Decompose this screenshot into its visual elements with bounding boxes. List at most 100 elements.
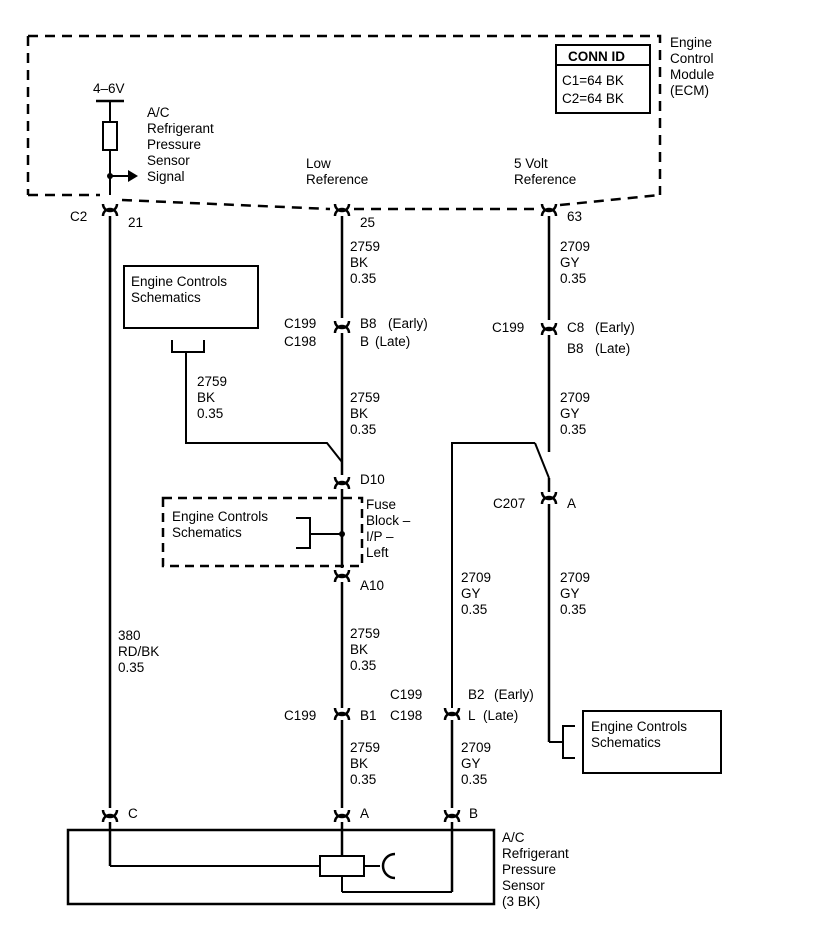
diagram-label: Low (306, 156, 331, 171)
diagram-label: Engine Controls (172, 509, 268, 524)
diagram-label: (3 BK) (502, 894, 540, 909)
diagram-label: (Early) (494, 687, 534, 702)
diagram-label: 63 (567, 209, 582, 224)
conn-id-box: CONN ID C1=64 BK C2=64 BK (555, 44, 651, 114)
schematic-ref-bottom-right[interactable]: Engine Controls Schematics (582, 710, 722, 774)
diagram-label: 2709 (560, 570, 590, 585)
diagram-label: 0.35 (350, 422, 376, 437)
diagram-label: C (128, 806, 138, 821)
diagram-label: Engine Controls (591, 719, 687, 734)
diagram-label: 2759 (350, 390, 380, 405)
diagram-label: Engine (670, 35, 712, 50)
diagram-label: B8 (567, 341, 584, 356)
diagram-label: 0.35 (118, 660, 144, 675)
diagram-label: Refrigerant (147, 121, 214, 136)
diagram-label: C8 (567, 320, 584, 335)
diagram-label: 0.35 (560, 271, 586, 286)
diagram-label: Left (366, 545, 389, 560)
diagram-label: C199 (284, 316, 316, 331)
diagram-label: 2759 (350, 740, 380, 755)
diagram-label: GY (461, 756, 481, 771)
diagram-label: GY (560, 406, 580, 421)
ecm-connector-c2: C2 21 25 63 (70, 202, 582, 230)
diagram-label: Refrigerant (502, 846, 569, 861)
diagram-label: GY (560, 586, 580, 601)
diagram-label: 2709 (560, 239, 590, 254)
diagram-label: 21 (128, 215, 143, 230)
diagram-label: Pressure (502, 862, 556, 877)
ecm-boundary (26, 34, 662, 211)
diagram-label: A (360, 806, 369, 821)
diagram-label: Signal (147, 169, 185, 184)
diagram-label: C198 (284, 334, 316, 349)
diagram-label: 2759 (350, 626, 380, 641)
schematic-ref-top-left[interactable]: Engine Controls Schematics (123, 265, 259, 329)
diagram-label: Sensor (147, 153, 190, 168)
diagram-label: GY (461, 586, 481, 601)
diagram-label: A10 (360, 578, 384, 593)
diagram-label: 0.35 (197, 406, 223, 421)
diagram-label: C199 (390, 687, 422, 702)
diagram-label: GY (560, 255, 580, 270)
diagram-label: Reference (306, 172, 368, 187)
diagram-label: Schematics (591, 735, 661, 750)
diagram-label: C198 (390, 708, 422, 723)
diagram-label: 0.35 (350, 772, 376, 787)
wire-2709-5v-ref: 2709 GY 0.35 C199 C8 (Early) B8 (Late) 2… (390, 216, 635, 808)
diagram-label: A/C (147, 105, 170, 120)
wire-2759-low-ref: 2759 BK 0.35 C199 C198 B8 (Early) B (Lat… (284, 216, 428, 808)
diagram-label: L (468, 708, 476, 723)
diagram-label: BK (197, 390, 215, 405)
diagram-label: 2709 (461, 740, 491, 755)
diagram-label: 2759 (197, 374, 227, 389)
diagram-label: (Late) (375, 334, 410, 349)
diagram-label: 0.35 (560, 602, 586, 617)
diagram-label: Schematics (172, 525, 242, 540)
diagram-label: Sensor (502, 878, 545, 893)
ac-refrigerant-pressure-sensor (66, 822, 496, 906)
diagram-label: RD/BK (118, 644, 159, 659)
diagram-label: C2 (70, 209, 87, 224)
diagram-label: 0.35 (461, 772, 487, 787)
fuse-block-label: Fuse Block – I/P – Left (366, 497, 411, 560)
diagram-label: Module (670, 67, 714, 82)
diagram-label: (Late) (483, 708, 518, 723)
diagram-label: B (469, 806, 478, 821)
signal-arrow-icon (128, 170, 138, 182)
diagram-label: (Early) (595, 320, 635, 335)
diagram-label: (Early) (388, 316, 428, 331)
diagram-label: BK (350, 642, 368, 657)
diagram-label: Fuse (366, 497, 396, 512)
supply-voltage: 4–6V (93, 81, 125, 96)
diagram-label: Reference (514, 172, 576, 187)
diagram-label: I/P – (366, 529, 394, 544)
wire-2759-branch: 2759 BK 0.35 (171, 340, 343, 463)
diagram-label: (Late) (595, 341, 630, 356)
conn-id-line: C1=64 BK (562, 73, 624, 88)
diagram-label: 0.35 (560, 422, 586, 437)
sensor-element (319, 855, 365, 877)
diagram-label: 0.35 (350, 658, 376, 673)
ecm-title: Engine Control Module (ECM) (670, 35, 714, 98)
diagram-label: BK (350, 406, 368, 421)
diagram-label: 0.35 (461, 602, 487, 617)
sensor-label: A/C Refrigerant Pressure Sensor (3 BK) (502, 830, 569, 909)
sensor-connector: C A B (101, 806, 478, 824)
diagram-label: 25 (360, 215, 375, 230)
diagram-label: B1 (360, 708, 377, 723)
diagram-label: 0.35 (350, 271, 376, 286)
diagram-label: Schematics (131, 290, 201, 305)
diagram-label: C207 (493, 496, 525, 511)
diagram-label: Control (670, 51, 714, 66)
wire-380: 380 RD/BK 0.35 (108, 216, 159, 808)
schematic-ref-mid-left[interactable]: Engine Controls Schematics (161, 496, 364, 568)
diagram-label: B8 (360, 316, 377, 331)
diagram-label: C199 (492, 320, 524, 335)
diagram-label: A/C (502, 830, 525, 845)
ecm-internal-circuit: 4–6V A/C Refrigerant Pressure Sensor Sig… (93, 81, 576, 195)
diagram-label: BK (350, 255, 368, 270)
diagram-label: Pressure (147, 137, 201, 152)
diagram-label: C199 (284, 708, 316, 723)
